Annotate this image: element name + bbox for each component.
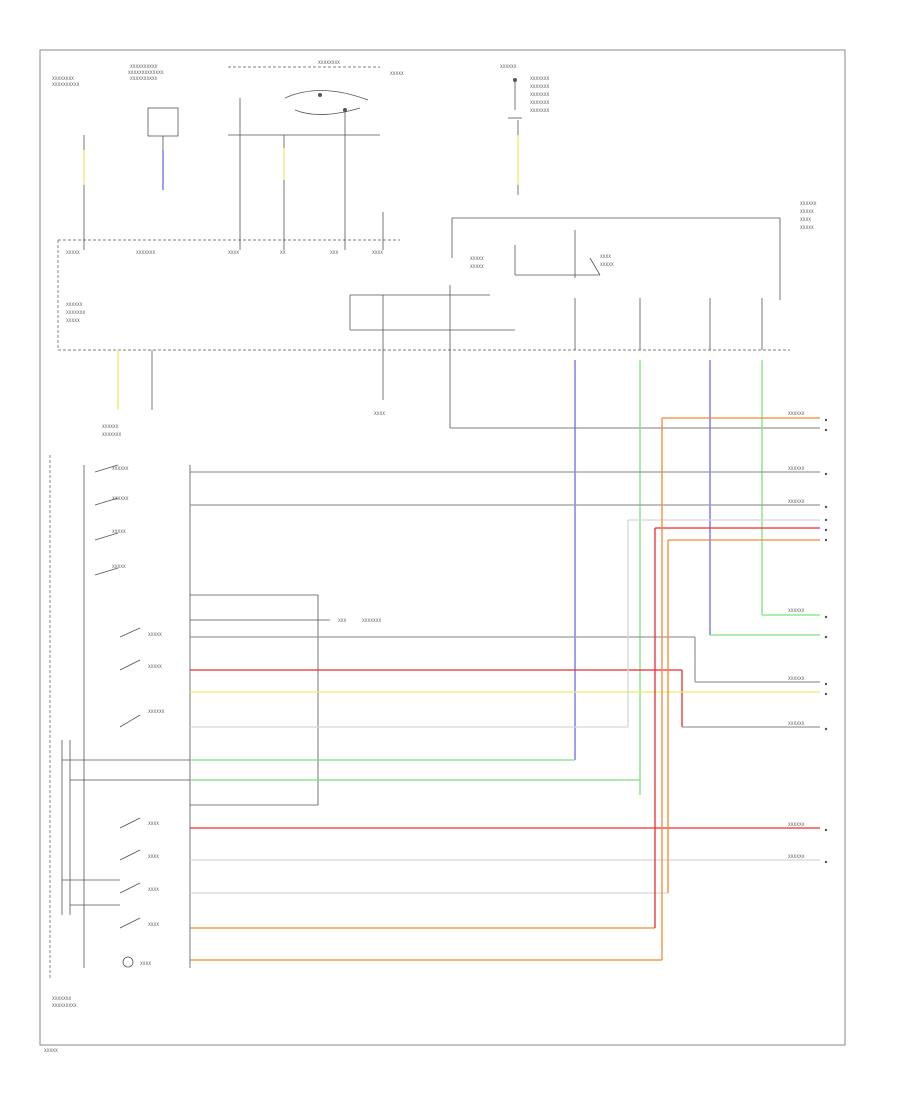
svg-text:XXXXXX: XXXXXX — [788, 854, 805, 859]
svg-text:XXXXX: XXXXX — [112, 529, 126, 534]
svg-text:XXXXXXXXX: XXXXXXXXX — [52, 1003, 77, 1008]
svg-text:XXXXXX: XXXXXX — [788, 822, 805, 827]
svg-text:XXXXXXX: XXXXXXX — [136, 250, 155, 255]
svg-text:XXXXX: XXXXX — [66, 318, 80, 323]
svg-text:XXXXXXX: XXXXXXX — [530, 108, 549, 113]
svg-text:XXXX: XXXX — [600, 254, 611, 259]
svg-text:XXXX: XXXX — [148, 887, 159, 892]
svg-text:XXXXXX: XXXXXX — [148, 709, 165, 714]
svg-text:XXXX: XXXX — [372, 250, 383, 255]
svg-text:XXXXXX: XXXXXX — [788, 608, 805, 613]
svg-text:XXXXXXXXXXXXX: XXXXXXXXXXXXX — [128, 70, 164, 75]
svg-text:XXX: XXX — [338, 618, 346, 623]
svg-text:XX: XX — [280, 250, 286, 255]
svg-text:XXXXX: XXXXX — [800, 225, 814, 230]
svg-text:XXXXXXXXXX: XXXXXXXXXX — [52, 82, 80, 87]
svg-text:XXXXXX: XXXXXX — [500, 64, 517, 69]
top-components: XXXXXXXX XXXXXXXXXX XXXXXXXXXX XXXXXXXXX… — [52, 60, 817, 250]
svg-text:XXXXX: XXXXX — [600, 262, 614, 267]
svg-text:XXXXXXX: XXXXXXX — [530, 92, 549, 97]
svg-text:XXXXXXX: XXXXXXX — [530, 100, 549, 105]
svg-text:XXXXXX: XXXXXX — [800, 201, 817, 206]
svg-text:XXXXXX: XXXXXX — [788, 499, 805, 504]
svg-text:XXXXXX: XXXXXX — [102, 424, 119, 429]
svg-text:XXXXXXX: XXXXXXX — [530, 84, 549, 89]
diagram-frame — [39, 49, 846, 1046]
svg-text:XXXXXX: XXXXXX — [112, 496, 129, 501]
svg-text:XXXX: XXXX — [800, 217, 811, 222]
svg-text:XXXXXXXX: XXXXXXXX — [318, 60, 340, 65]
svg-text:XXXXX: XXXXX — [470, 264, 484, 269]
svg-text:XXXXXXXXXX: XXXXXXXXXX — [130, 64, 158, 69]
sensor-box — [147, 107, 179, 137]
svg-text:XXXXX: XXXXX — [44, 1048, 58, 1053]
switch-section: XXXXXX XXXXXX XXXXX XXXXX XXXXX XXXXX XX… — [44, 411, 828, 1053]
svg-text:XXXXX: XXXXX — [112, 564, 126, 569]
svg-text:XXXXXXX: XXXXXXX — [362, 618, 381, 623]
svg-text:XXXXXX: XXXXXX — [788, 721, 805, 726]
svg-text:XXXXX: XXXXX — [148, 632, 162, 637]
svg-text:XXXXX: XXXXX — [390, 71, 404, 76]
svg-text:XXXX: XXXX — [148, 821, 159, 826]
module-outputs: XXXXXX XXXXXXX XXXX — [102, 350, 820, 795]
svg-text:XXXX: XXXX — [228, 250, 239, 255]
svg-text:XXXXXX: XXXXXX — [66, 302, 83, 307]
control-module: XXXXX XXXXXXX XXXX XX XXX XXXX XXXXX XXX… — [57, 217, 790, 351]
svg-text:XXXX: XXXX — [148, 854, 159, 859]
svg-text:XXXXXXX: XXXXXXX — [52, 996, 71, 1001]
svg-text:XXXXXXXX: XXXXXXXX — [52, 76, 74, 81]
svg-text:XXXXXXXXXX: XXXXXXXXXX — [130, 76, 158, 81]
svg-text:XXX: XXX — [330, 250, 338, 255]
svg-text:XXXXX: XXXXX — [470, 256, 484, 261]
svg-text:XXXXXX: XXXXXX — [788, 676, 805, 681]
svg-text:XXXX: XXXX — [140, 961, 151, 966]
svg-text:XXXX: XXXX — [148, 922, 159, 927]
svg-text:XXXXXX: XXXXXX — [112, 466, 129, 471]
svg-text:XXXXX: XXXXX — [148, 664, 162, 669]
svg-text:XXXX: XXXX — [374, 411, 385, 416]
svg-text:XXXXXX: XXXXXX — [788, 411, 805, 416]
svg-text:XXXXXXX: XXXXXXX — [530, 76, 549, 81]
right-connector-pins — [824, 418, 828, 864]
svg-text:XXXXX: XXXXX — [66, 250, 80, 255]
svg-text:XXXXXXX: XXXXXXX — [66, 310, 85, 315]
svg-text:XXXXX: XXXXX — [800, 209, 814, 214]
svg-text:XXXXXX: XXXXXX — [788, 466, 805, 471]
svg-text:XXXXXXX: XXXXXXX — [102, 432, 121, 437]
